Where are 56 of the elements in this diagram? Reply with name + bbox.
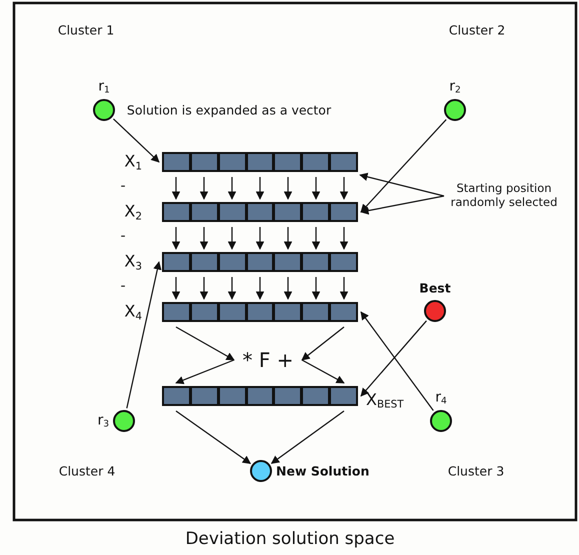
arrow	[340, 177, 348, 200]
arrow	[360, 311, 434, 411]
arrow	[172, 277, 180, 300]
arrow	[126, 261, 162, 408]
vector-label: X$_{1}$	[124, 152, 142, 172]
cluster-label: Cluster 2	[448, 22, 506, 38]
vector-label: X$_{2}$	[124, 202, 142, 222]
arrow	[256, 227, 264, 250]
cluster-label: Cluster 1	[58, 22, 114, 38]
minus-sign: -	[120, 228, 126, 244]
arrow	[284, 277, 292, 300]
arrow	[360, 119, 447, 213]
arrow	[360, 320, 427, 397]
annotation-text: Starting position randomly selected	[446, 181, 562, 210]
arrow	[176, 326, 235, 361]
arrow	[228, 177, 236, 200]
cluster-label: Cluster 4	[58, 464, 116, 478]
arrow	[284, 227, 292, 250]
arrow	[113, 118, 160, 163]
point-label: Best	[419, 280, 451, 296]
point-label: r$_{2}$	[449, 78, 461, 96]
arrow	[172, 227, 180, 250]
point-label: r$_{4}$	[435, 389, 447, 407]
arrow	[228, 277, 236, 300]
arrow	[200, 227, 208, 250]
arrow	[360, 195, 444, 215]
caption: Deviation solution space	[185, 529, 395, 549]
arrow	[256, 277, 264, 300]
arrow	[270, 410, 344, 464]
arrow	[340, 277, 348, 300]
cluster-label: Cluster 3	[448, 464, 504, 478]
note-text: Solution is expanded as a vector	[126, 102, 332, 118]
arrow	[284, 177, 292, 200]
arrow	[176, 410, 252, 464]
arrow	[172, 177, 180, 200]
vector-label: X$_{3}$	[124, 252, 142, 272]
point-label: r$_{3}$	[97, 412, 109, 430]
minus-sign: -	[120, 278, 126, 294]
arrow	[228, 227, 236, 250]
arrow	[175, 359, 234, 384]
arrow	[312, 177, 320, 200]
minus-sign: -	[120, 178, 126, 194]
arrow	[256, 177, 264, 200]
arrow	[200, 177, 208, 200]
arrow	[200, 277, 208, 300]
arrow	[340, 227, 348, 250]
arrow	[301, 326, 344, 361]
arrow	[312, 277, 320, 300]
arrow	[302, 359, 345, 384]
vector-label: X$_{BEST}$	[366, 390, 404, 410]
point-label: r$_{1}$	[98, 78, 110, 96]
operator-label: * F +	[236, 347, 300, 373]
vector-label: X$_{4}$	[124, 302, 142, 322]
point-label: New Solution	[276, 464, 370, 478]
arrow	[359, 172, 444, 197]
arrow	[312, 227, 320, 250]
